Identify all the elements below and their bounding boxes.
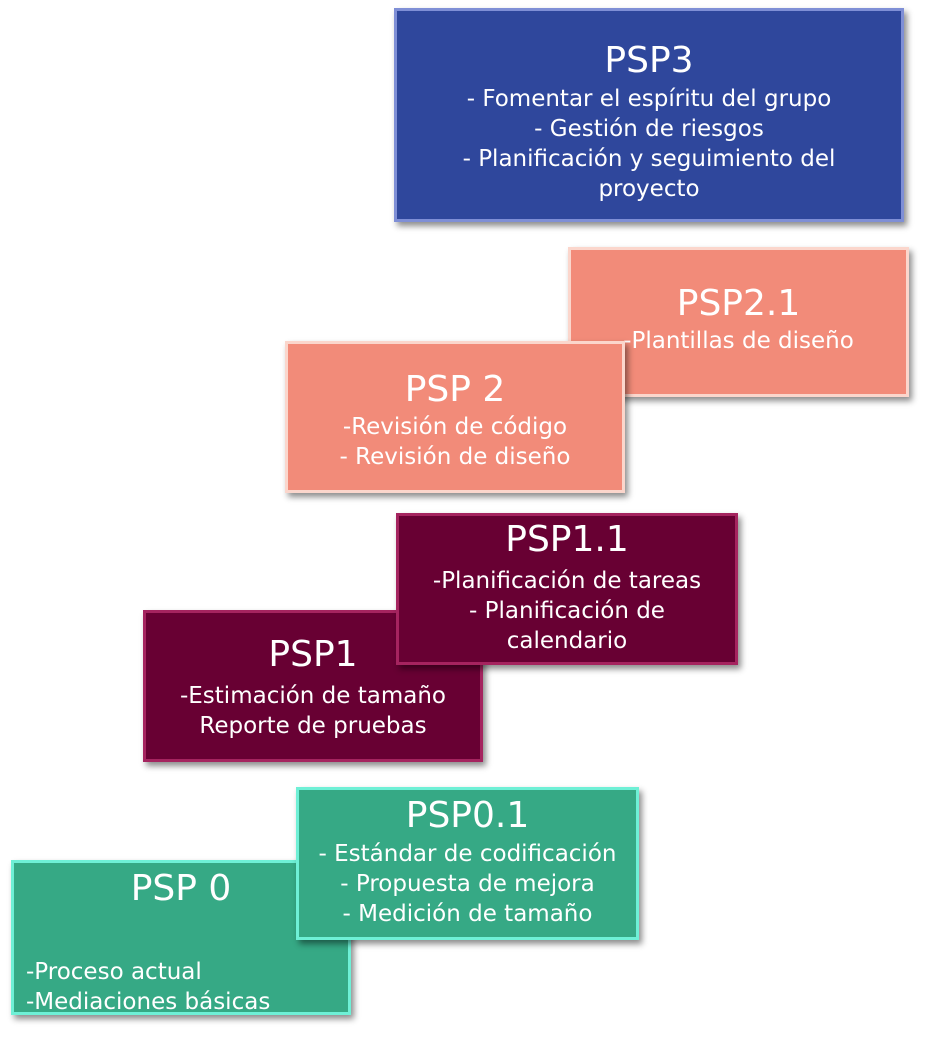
psp1-1-line-1: -Planificación de tareas xyxy=(432,568,702,594)
psp0-line-2: -Mediaciones básicas xyxy=(26,989,271,1015)
psp1-line-2: Reporte de pruebas xyxy=(199,713,427,739)
psp0-box: PSP 0 -Proceso actual -Mediaciones básic… xyxy=(11,860,351,1015)
psp2-1-line-1: -Plantillas de diseño xyxy=(623,328,854,354)
psp1-1-box: PSP1.1 -Planificación de tareas - Planif… xyxy=(396,513,738,665)
psp3-line-2: - Gestión de riesgos xyxy=(534,116,764,142)
psp0-1-line-3: - Medición de tamaño xyxy=(342,901,593,927)
psp1-1-title: PSP1.1 xyxy=(505,519,629,560)
psp1-1-line-3: calendario xyxy=(506,628,628,654)
psp1-1-line-2: - Planificación de xyxy=(469,598,665,624)
psp2-box: PSP 2 -Revisión de código - Revisión de … xyxy=(285,341,625,493)
psp0-1-box: PSP0.1 - Estándar de codificación - Prop… xyxy=(296,787,639,940)
psp0-1-line-1: - Estándar de codificación xyxy=(318,841,617,867)
psp2-line-1: -Revisión de código xyxy=(342,414,568,440)
psp3-line-3: - Planificación y seguimiento del xyxy=(462,146,836,172)
psp3-line-4: proyecto xyxy=(598,176,700,202)
psp2-1-title: PSP2.1 xyxy=(676,283,801,324)
psp0-1-title: PSP0.1 xyxy=(405,795,530,836)
psp3-title: PSP3 xyxy=(604,40,694,81)
psp1-title: PSP1 xyxy=(268,634,358,675)
psp0-line-1: -Proceso actual xyxy=(26,959,202,985)
psp1-line-1: -Estimación de tamaño xyxy=(179,683,447,709)
psp2-title: PSP 2 xyxy=(404,369,506,410)
psp0-1-line-2: - Propuesta de mejora xyxy=(340,871,595,897)
psp2-line-2: - Revisión de diseño xyxy=(339,444,571,470)
psp3-line-1: - Fomentar el espíritu del grupo xyxy=(466,86,832,112)
psp3-box: PSP3 - Fomentar el espíritu del grupo - … xyxy=(394,8,904,222)
psp0-lines: -Proceso actual -Mediaciones básicas xyxy=(26,957,271,1015)
psp0-title: PSP 0 xyxy=(130,868,232,909)
